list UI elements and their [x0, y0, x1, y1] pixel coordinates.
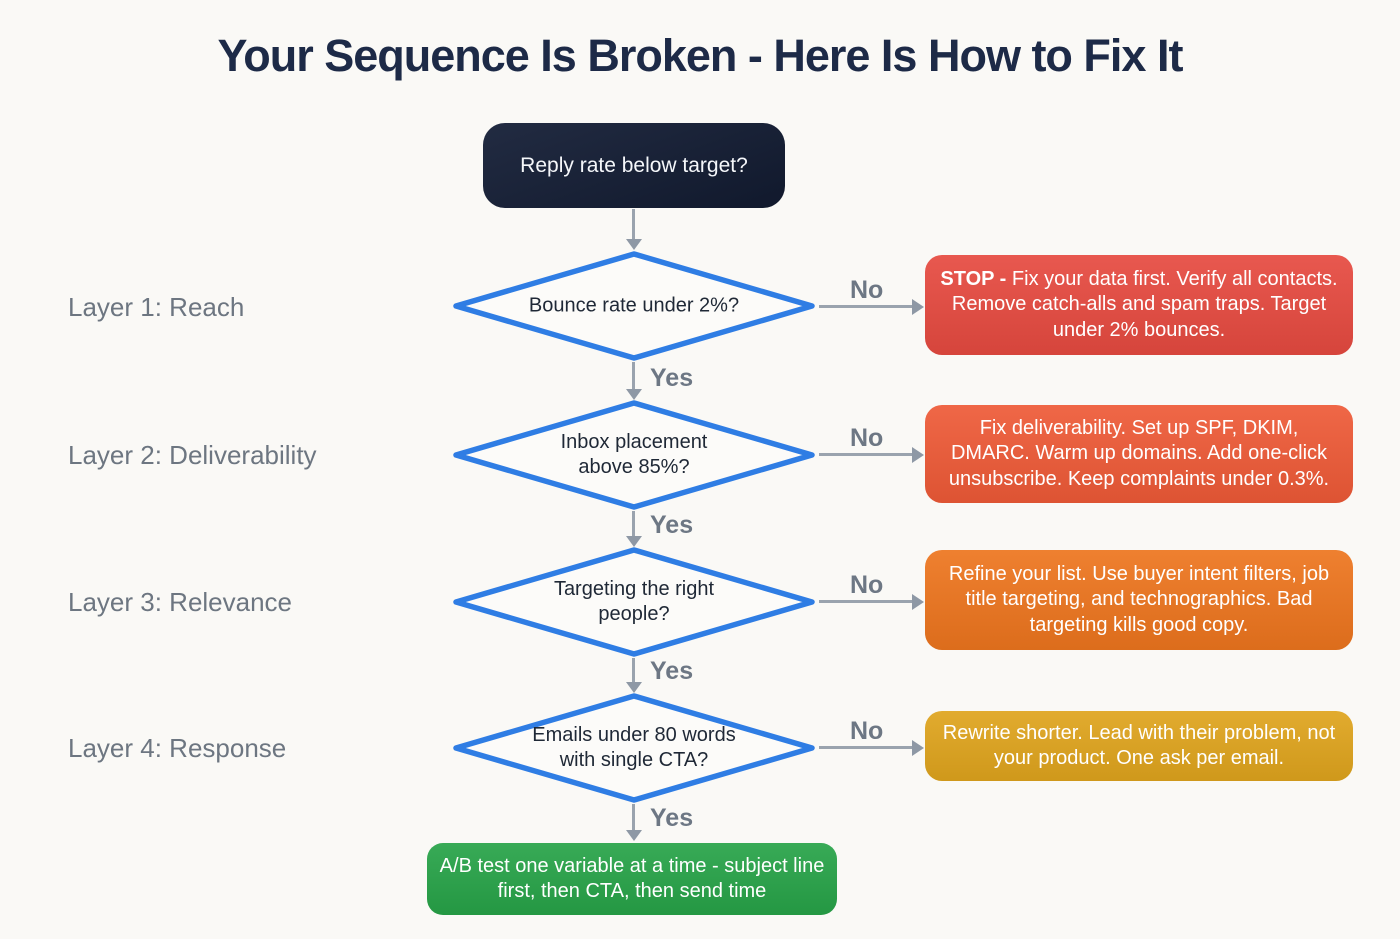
action-box-2: Fix deliverability. Set up SPF, DKIM, DM…	[925, 405, 1353, 503]
yes-arrow-4	[632, 804, 635, 831]
action-text-1: STOP - Fix your data first. Verify all c…	[939, 267, 1339, 344]
final-node-label: A/B test one variable at a time - subjec…	[439, 855, 825, 902]
yes-label-4: Yes	[650, 804, 694, 832]
diamond-question-1: Bounce rate under 2%?	[528, 294, 740, 317]
diamond-shape	[453, 547, 815, 657]
yes-arrow-3	[632, 658, 635, 683]
yes-arrow-1	[632, 362, 635, 390]
decision-diamond-1: Bounce rate under 2%?	[452, 251, 816, 361]
diamond-shape	[453, 400, 815, 510]
diamond-shape	[453, 693, 815, 803]
action-text-1-prefix: STOP -	[940, 267, 1012, 290]
diamond-question-3: Targeting the right people?	[553, 578, 715, 625]
no-label-3: No	[850, 571, 884, 599]
start-node-label: Reply rate below target?	[520, 153, 748, 177]
final-node: A/B test one variable at a time - subjec…	[427, 843, 837, 915]
diamond-shape	[453, 251, 815, 361]
layer-label-1: Layer 1: Reach	[68, 292, 245, 322]
action-box-1: STOP - Fix your data first. Verify all c…	[925, 255, 1353, 355]
no-arrow-1	[819, 305, 913, 308]
action-text-3: Refine your list. Use buyer intent filte…	[948, 562, 1330, 636]
action-box-4: Rewrite shorter. Lead with their problem…	[925, 711, 1353, 781]
no-label-2: No	[850, 424, 884, 452]
action-text-1-body: Fix your data first. Verify all contacts…	[951, 267, 1338, 341]
no-label-4: No	[850, 717, 884, 745]
layer-label-2: Layer 2: Deliverability	[68, 440, 317, 470]
no-arrow-4	[819, 746, 913, 749]
no-arrow-2	[819, 453, 913, 456]
arrow-start-to-d1	[632, 209, 635, 240]
yes-arrow-2	[632, 511, 635, 537]
start-node: Reply rate below target?	[483, 123, 785, 208]
yes-label-1: Yes	[650, 364, 694, 392]
action-box-3: Refine your list. Use buyer intent filte…	[925, 550, 1353, 650]
diamond-question-2: Inbox placement above 85%?	[560, 431, 708, 478]
flowchart-title: Your Sequence Is Broken - Here Is How to…	[217, 30, 1184, 81]
action-text-4: Rewrite shorter. Lead with their problem…	[942, 721, 1336, 770]
decision-diamond-3: Targeting the right people?	[452, 547, 816, 657]
no-label-1: No	[850, 276, 884, 304]
diamond-question-4: Emails under 80 words with single CTA?	[532, 724, 736, 771]
action-text-2: Fix deliverability. Set up SPF, DKIM, DM…	[948, 416, 1330, 490]
layer-label-4: Layer 4: Response	[68, 733, 287, 763]
decision-diamond-2: Inbox placement above 85%?	[452, 400, 816, 510]
yes-label-2: Yes	[650, 511, 694, 539]
no-arrow-3	[819, 600, 913, 603]
decision-diamond-4: Emails under 80 words with single CTA?	[452, 693, 816, 803]
yes-label-3: Yes	[650, 657, 694, 685]
layer-label-3: Layer 3: Relevance	[68, 587, 293, 617]
